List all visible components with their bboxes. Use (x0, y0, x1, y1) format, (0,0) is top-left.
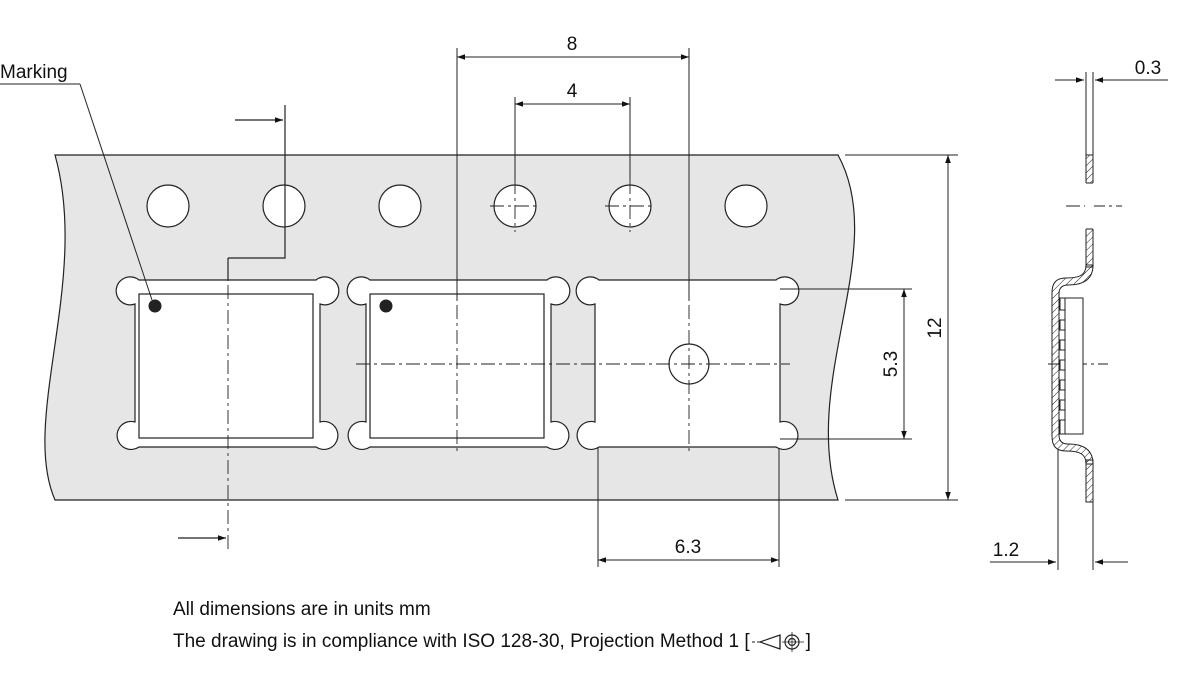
dimension-label: 12 (925, 317, 946, 338)
dimension-label: 8 (567, 34, 578, 55)
section-line (178, 105, 286, 541)
dimension-pocket-width: 6.3 (597, 448, 780, 567)
dimension-tape-thickness: 0.3 (1055, 58, 1168, 158)
dimension-sprocket-pitch: 8 (456, 34, 690, 300)
side-section-view (1051, 154, 1094, 503)
pocket-3-empty (575, 276, 800, 451)
sprocket-hole (724, 184, 768, 228)
centerlines (227, 180, 1122, 550)
drawing-notes: All dimensions are in units mm The drawi… (173, 594, 811, 658)
dimension-label: 5.3 (881, 351, 902, 377)
sprocket-hole (146, 184, 190, 228)
sprocket-hole (378, 184, 422, 228)
dimension-pocket-height: 5.3 (780, 288, 912, 440)
compliance-note-text: The drawing is in compliance with ISO 12… (173, 631, 750, 652)
dimension-label: 6.3 (675, 537, 701, 558)
compliance-note: The drawing is in compliance with ISO 12… (173, 626, 811, 658)
dimension-label: 0.3 (1135, 58, 1161, 79)
compliance-note-close: ] (805, 631, 811, 652)
first-angle-projection-icon (751, 631, 804, 652)
pin1-marking-dot (148, 299, 162, 313)
dimension-tape-width: 12 (845, 154, 958, 501)
component-body (138, 293, 314, 439)
dimension-pocket-pitch: 4 (514, 81, 631, 180)
dimension-label: 1.2 (993, 540, 1019, 561)
pocket-2 (346, 276, 571, 451)
sprocket-hole (262, 184, 306, 228)
dimension-pocket-depth: 1.2 (990, 450, 1128, 570)
pin1-marking-dot (379, 299, 393, 313)
dimension-label: 4 (567, 81, 578, 102)
units-note: All dimensions are in units mm (173, 599, 431, 620)
pocket-1 (115, 276, 340, 451)
marking-callout: Marking (0, 62, 153, 301)
marking-label: Marking (0, 62, 68, 83)
